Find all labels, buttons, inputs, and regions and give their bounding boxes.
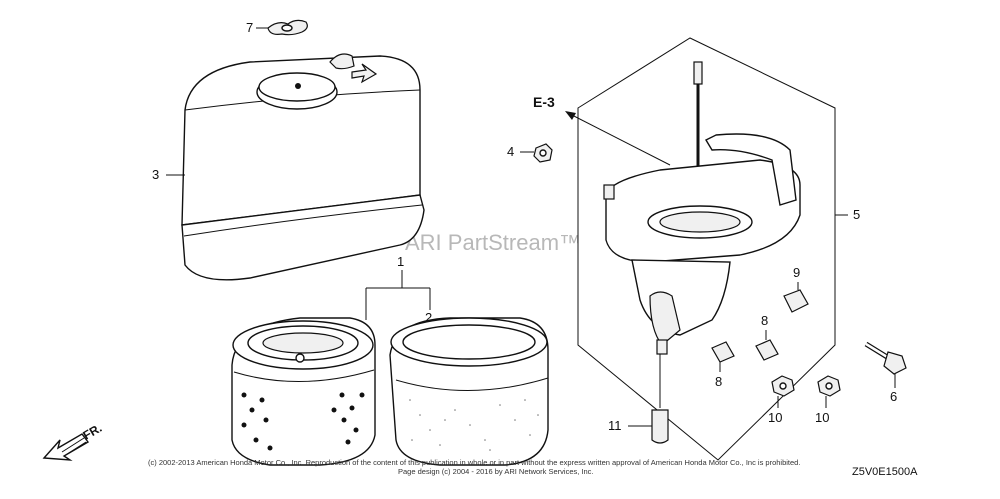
callout-8b: 8: [761, 313, 768, 328]
part-air-filter-element[interactable]: [231, 317, 376, 466]
part-collar-9[interactable]: [783, 289, 809, 313]
callout-11: 11: [608, 418, 622, 433]
copyright-line-2: Page design (c) 2004 - 2016 by ARI Netwo…: [398, 467, 594, 476]
watermark: ARI PartStream™: [405, 230, 581, 255]
copyright-line-1: (c) 2002-2013 American Honda Motor Co., …: [148, 458, 800, 467]
reference-e3[interactable]: E-3: [533, 94, 555, 110]
part-air-cleaner-cover[interactable]: [181, 53, 425, 281]
callout-5: 5: [853, 207, 860, 222]
part-collar-8b[interactable]: [755, 339, 779, 361]
callout-10a: 10: [768, 410, 782, 425]
part-wing-nut[interactable]: [267, 19, 308, 36]
part-breather-tube[interactable]: [651, 409, 669, 444]
part-flange-nut-10a[interactable]: [771, 375, 795, 397]
part-nut-small[interactable]: [533, 143, 553, 163]
part-foam-pre-cleaner[interactable]: [389, 317, 549, 466]
callout-10b: 10: [815, 410, 829, 425]
callout-1: 1: [397, 254, 404, 269]
callout-6: 6: [890, 389, 897, 404]
part-air-cleaner-case[interactable]: [603, 61, 801, 355]
part-collar-8a[interactable]: [711, 341, 735, 363]
front-direction-arrow-icon: [42, 433, 90, 461]
part-flange-bolt[interactable]: [864, 341, 907, 375]
drawing-code: Z5V0E1500A: [852, 466, 918, 478]
callout-8a: 8: [715, 374, 722, 389]
callout-9: 9: [793, 265, 800, 280]
callout-7: 7: [246, 20, 253, 35]
callout-4: 4: [507, 144, 514, 159]
part-flange-nut-10b[interactable]: [817, 375, 841, 397]
callout-3: 3: [152, 167, 159, 182]
callout-2: 2: [425, 310, 432, 325]
